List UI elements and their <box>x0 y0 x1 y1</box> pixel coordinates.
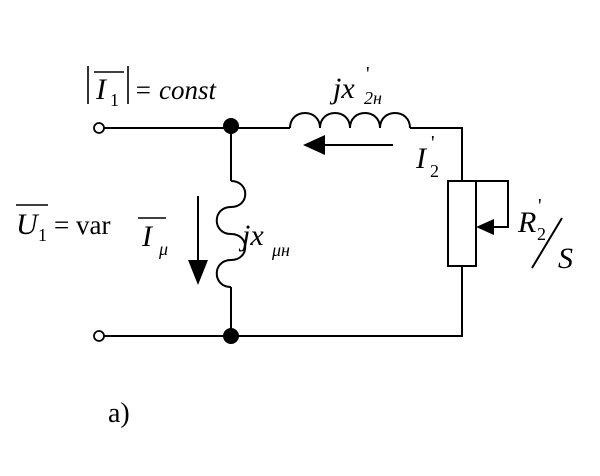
rotor-reactance-prime: ' <box>366 63 370 85</box>
input-current-symbol: I <box>95 73 108 106</box>
rotor-resistance-subscript: 2 <box>537 224 546 244</box>
rotor-current-label: I <box>415 142 428 175</box>
rotor-resistance-denominator: S <box>558 242 573 275</box>
resistor-wiper-lead <box>476 180 509 228</box>
resistor-wiper-arrow <box>476 219 494 235</box>
magnetizing-current-symbol: I <box>141 220 154 253</box>
magnetizing-current-arrowhead <box>188 260 208 285</box>
shunt-inductor <box>215 180 247 288</box>
junction-bottom <box>223 328 239 344</box>
rotor-current-subscript: 2 <box>430 161 439 181</box>
magnetizing-reactance-label: jx <box>238 219 264 252</box>
bottom-wire <box>104 266 463 337</box>
rotor-current-prime: ' <box>431 132 435 154</box>
load-resistor <box>447 180 477 267</box>
input-current-condition: = const <box>134 75 217 105</box>
rotor-resistance-label: R <box>517 206 536 239</box>
series-inductor <box>289 112 411 129</box>
magnetizing-current-subscript: μ <box>158 239 168 259</box>
input-voltage-symbol: U <box>16 208 40 241</box>
input-voltage-condition: = var <box>54 210 110 240</box>
rotor-resistance-fraction-slash <box>531 217 563 269</box>
figure-label: a) <box>108 398 130 429</box>
rotor-current-arrowhead <box>303 135 325 155</box>
rotor-resistance-prime: ' <box>538 195 542 217</box>
input-terminal-top <box>93 122 105 134</box>
rotor-reactance-subscript: 2н <box>364 88 382 108</box>
top-wire-right <box>410 127 463 181</box>
input-voltage-subscript: 1 <box>38 225 47 245</box>
junction-top <box>223 118 239 134</box>
input-terminal-bottom <box>93 330 105 342</box>
rotor-reactance-label: jx <box>329 72 355 105</box>
input-current-subscript: 1 <box>110 90 119 110</box>
magnetizing-reactance-subscript: μн <box>271 240 290 260</box>
